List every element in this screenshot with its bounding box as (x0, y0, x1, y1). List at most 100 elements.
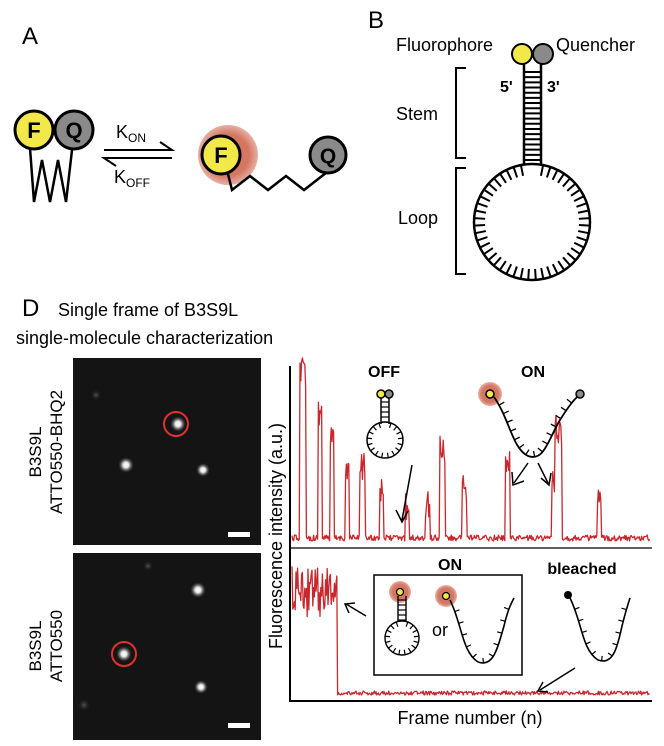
bottom-image-label-1: B3S9L (26, 620, 45, 671)
panel-b-letter: B (368, 7, 384, 34)
base (492, 256, 502, 267)
base (540, 267, 545, 280)
base (466, 644, 472, 648)
base (519, 267, 524, 280)
base (562, 177, 571, 188)
base (479, 195, 491, 202)
base (546, 432, 553, 436)
base (578, 618, 584, 622)
base (557, 173, 565, 184)
y-axis-label: Fluorescence intensity (a.u.) (266, 423, 286, 649)
quencher-circle (53, 109, 95, 151)
on-label-top: ON (521, 364, 545, 381)
spot (170, 416, 186, 432)
base (512, 266, 518, 278)
base (396, 431, 402, 435)
three-prime-label: 3' (547, 79, 560, 96)
base (493, 177, 502, 188)
base (506, 419, 513, 423)
base (527, 268, 530, 280)
micrograph-top (73, 358, 261, 545)
off-quencher-dot (384, 389, 394, 399)
b-fluorophore-circle (511, 43, 533, 65)
base (397, 437, 403, 440)
fluorophore-circle (13, 109, 55, 151)
on-pointer-arrow-right (537, 462, 552, 487)
base (411, 644, 416, 649)
on-pointer-arrow-left (511, 462, 529, 487)
base (615, 631, 621, 634)
base (367, 437, 373, 440)
panel-d: D Single frame of B3S9L single-molecule … (16, 295, 652, 740)
base (413, 640, 419, 644)
base (413, 635, 419, 638)
top-image-label-2: ATTO550-BHQ2 (47, 390, 66, 514)
base (545, 166, 552, 178)
off-loop-bases (367, 422, 403, 458)
base (550, 423, 557, 428)
base (458, 621, 464, 624)
base (403, 649, 406, 655)
scale-bar (228, 723, 250, 728)
base (621, 607, 627, 611)
base (560, 406, 567, 412)
base (498, 401, 505, 406)
base (476, 236, 488, 242)
on-strand-top (493, 395, 579, 458)
base (398, 649, 401, 655)
base (574, 606, 580, 610)
box-stem-pairs (398, 599, 406, 621)
loop-label: Loop (398, 208, 438, 228)
box-loop-bases (385, 621, 419, 655)
base (388, 422, 392, 428)
base (393, 426, 398, 431)
base (368, 431, 374, 435)
base (390, 624, 395, 630)
panel-a: A F Q KON KOFF F Q (13, 23, 348, 203)
base (510, 428, 517, 432)
b-quencher-circle (532, 43, 554, 65)
base (409, 624, 414, 630)
base (378, 422, 382, 428)
on-strand-top-bases (498, 398, 573, 458)
or-label: or (432, 620, 448, 640)
off-loop (366, 421, 404, 459)
box-open-strand-bases (454, 606, 509, 664)
base (479, 241, 491, 249)
base (551, 263, 559, 275)
off-pointer-arrow (395, 464, 413, 524)
base (487, 252, 498, 261)
spot-dim (91, 390, 101, 400)
bleached-fluorophore (564, 591, 572, 599)
base (392, 647, 397, 653)
loop-bracket (455, 167, 466, 275)
base (512, 166, 519, 178)
base (514, 436, 521, 441)
on-fluorophore-top (485, 389, 495, 399)
loop-circle (472, 162, 592, 282)
open-fluorophore-f-label: F (214, 143, 227, 168)
base (397, 442, 403, 446)
base (391, 450, 396, 456)
base (461, 633, 468, 636)
box-fluorophore-open (441, 591, 451, 601)
base (578, 217, 590, 220)
scale-bar (228, 532, 250, 537)
x-axis-label: Frame number (n) (397, 708, 542, 728)
base (502, 410, 509, 415)
base (505, 169, 513, 181)
base (578, 223, 590, 227)
base (472, 653, 477, 658)
base (499, 173, 507, 184)
base (372, 426, 377, 431)
stem-label: Stem (396, 104, 438, 124)
loop-bases (474, 164, 590, 280)
spot (116, 646, 132, 662)
base (518, 443, 525, 449)
on-quencher-top (575, 389, 585, 399)
highlight-circle (111, 641, 137, 667)
kon-label: KON (116, 122, 146, 145)
base (483, 247, 494, 255)
base (576, 236, 588, 242)
